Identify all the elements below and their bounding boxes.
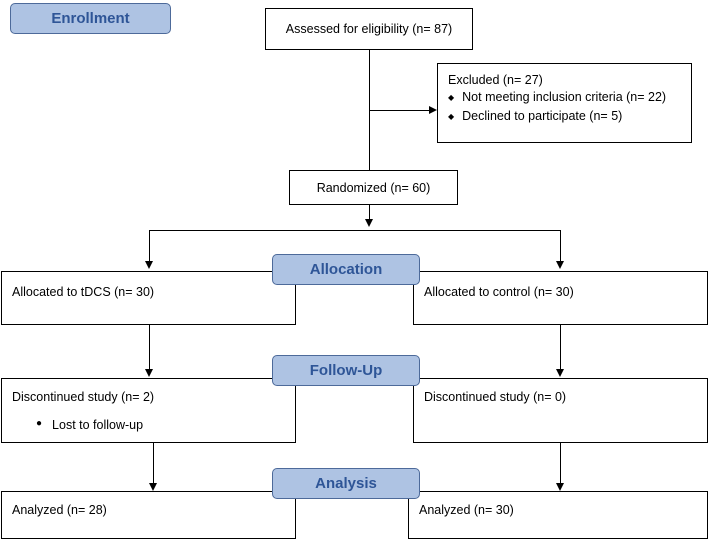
connector-split-right bbox=[560, 230, 561, 262]
tdcs-allocated-text: Allocated to tDCS (n= 30) bbox=[12, 285, 155, 299]
connector-split-horizontal bbox=[149, 230, 561, 231]
arrow-to-control-allocation bbox=[556, 261, 564, 269]
connector-split-left bbox=[149, 230, 150, 262]
excluded-item-text: Declined to participate (n= 5) bbox=[462, 109, 623, 123]
arrow-to-tdcs-followup bbox=[145, 369, 153, 377]
tdcs-discontinued-reason-text: Lost to follow-up bbox=[52, 418, 144, 432]
arrow-to-control-followup bbox=[556, 369, 564, 377]
tdcs-analyzed-box: Analyzed (n= 28) bbox=[1, 491, 296, 539]
control-analyzed-text: Analyzed (n= 30) bbox=[419, 503, 514, 517]
tdcs-discontinued-text: Discontinued study (n= 2) bbox=[12, 390, 155, 404]
connector-assessed-randomized bbox=[369, 50, 370, 170]
excluded-title: Excluded (n= 27) bbox=[448, 73, 543, 87]
follow-up-stage-label: Follow-Up bbox=[272, 355, 420, 386]
randomized-text: Randomized (n= 60) bbox=[316, 180, 431, 195]
control-discontinued-text: Discontinued study (n= 0) bbox=[424, 390, 567, 404]
connector-control-allocation-followup bbox=[560, 325, 561, 370]
diamond-bullet-icon: ◆ bbox=[448, 93, 455, 102]
arrow-randomized-split bbox=[365, 219, 373, 227]
control-allocated-text: Allocated to control (n= 30) bbox=[424, 285, 574, 299]
allocation-stage-label: Allocation bbox=[272, 254, 420, 285]
analysis-stage-label: Analysis bbox=[272, 468, 420, 499]
connector-to-excluded bbox=[370, 110, 430, 111]
excluded-item: ◆ Declined to participate (n= 5) bbox=[448, 109, 681, 125]
excluded-box: Excluded (n= 27) ◆ Not meeting inclusion… bbox=[437, 63, 692, 143]
control-analyzed-box: Analyzed (n= 30) bbox=[408, 491, 708, 539]
assessed-text: Assessed for eligibility (n= 87) bbox=[285, 22, 453, 36]
assessed-box: Assessed for eligibility (n= 87) bbox=[265, 8, 473, 50]
tdcs-allocated-box: Allocated to tDCS (n= 30) bbox=[1, 271, 296, 325]
control-allocated-box: Allocated to control (n= 30) bbox=[413, 271, 708, 325]
connector-control-followup-analysis bbox=[560, 443, 561, 484]
connector-randomized-split bbox=[369, 205, 370, 220]
diamond-bullet-icon: ◆ bbox=[448, 112, 455, 121]
excluded-item-text: Not meeting inclusion criteria (n= 22) bbox=[462, 90, 667, 104]
randomized-box: Randomized (n= 60) bbox=[289, 170, 458, 205]
tdcs-analyzed-text: Analyzed (n= 28) bbox=[12, 503, 107, 517]
connector-tdcs-allocation-followup bbox=[149, 325, 150, 370]
bullet-dot-icon: ● bbox=[36, 418, 43, 429]
control-discontinued-box: Discontinued study (n= 0) bbox=[413, 378, 708, 443]
arrow-to-tdcs-allocation bbox=[145, 261, 153, 269]
tdcs-discontinued-box: Discontinued study (n= 2) ● Lost to foll… bbox=[1, 378, 296, 443]
tdcs-discontinued-reason: ● Lost to follow-up bbox=[12, 418, 285, 432]
arrow-to-excluded bbox=[429, 106, 437, 114]
connector-tdcs-followup-analysis bbox=[153, 443, 154, 484]
arrow-to-control-analysis bbox=[556, 483, 564, 491]
enrollment-stage-label: Enrollment bbox=[10, 3, 171, 34]
arrow-to-tdcs-analysis bbox=[149, 483, 157, 491]
excluded-item: ◆ Not meeting inclusion criteria (n= 22) bbox=[448, 90, 681, 106]
